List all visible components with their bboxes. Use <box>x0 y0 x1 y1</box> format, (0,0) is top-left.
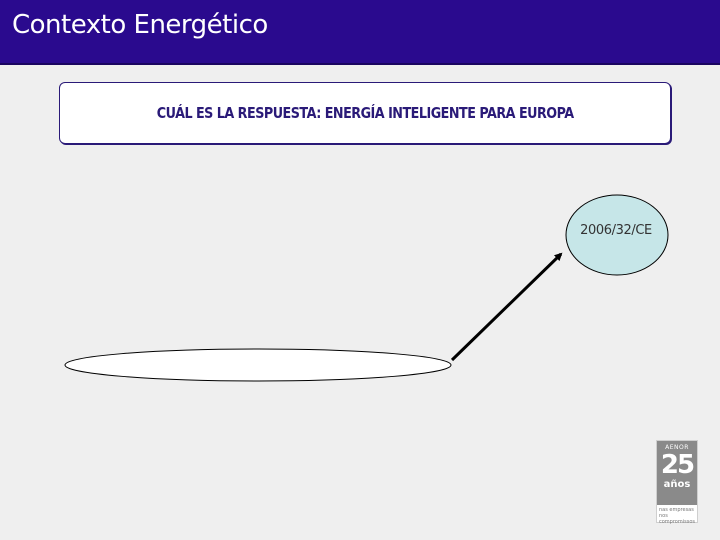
heading-box: CUÁL ES LA RESPUESTA: ENERGÍA INTELIGENT… <box>59 82 671 144</box>
logo-word: años <box>663 479 691 490</box>
aenor-logo: AENOR 25 años nas empresas nos compromis… <box>656 440 698 525</box>
connector-arrow <box>450 252 563 362</box>
target-ellipse-node <box>565 194 669 276</box>
logo-tagline-2: nos compromissos <box>659 513 695 525</box>
logo-tagline: nas empresas nos compromissos <box>657 505 697 525</box>
slide-heading: CUÁL ES LA RESPUESTA: ENERGÍA INTELIGENT… <box>156 104 574 122</box>
logo-brand: AENOR <box>665 444 689 451</box>
logo-number: 25 <box>660 450 695 480</box>
source-ellipse-node <box>64 348 452 382</box>
target-node-label: 2006/32/CE <box>580 223 652 238</box>
title-bar: Contexto Energético <box>0 0 720 65</box>
slide-title: Contexto Energético <box>12 10 268 40</box>
logo-tagline-1: nas empresas <box>659 507 694 513</box>
